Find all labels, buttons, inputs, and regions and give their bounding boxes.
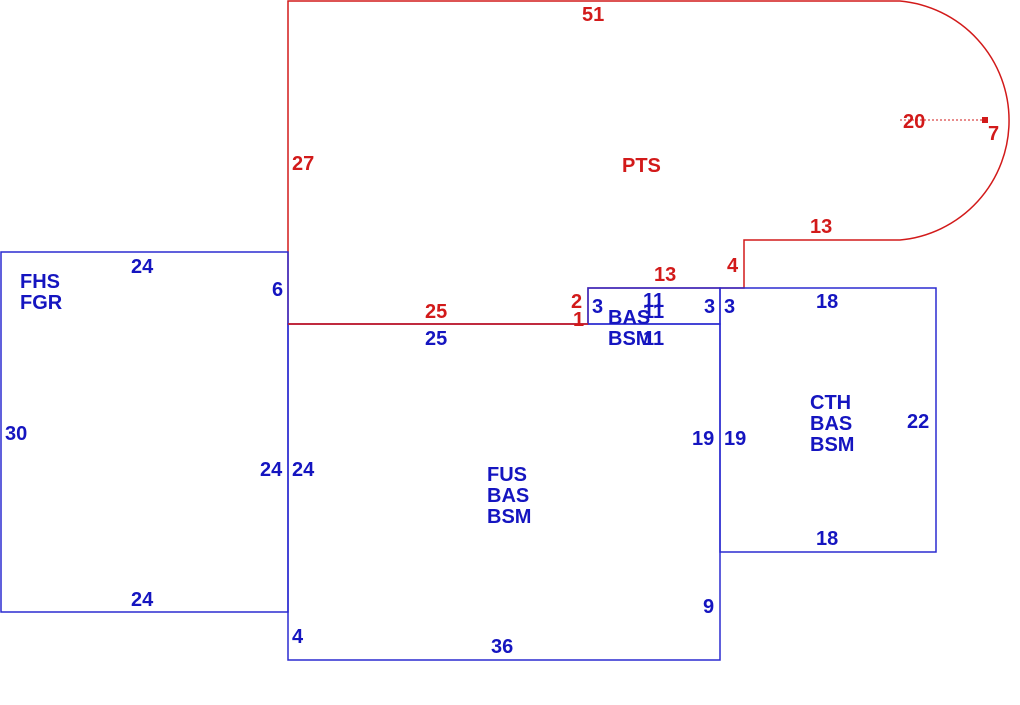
dim-pts-step-top: 13 [654,264,676,286]
dim-pts-top: 51 [582,4,604,26]
area-label-fus-2: BAS [487,485,529,507]
dim-pts-bottom: 25 [425,301,447,323]
area-label-cth-3: BSM [810,434,854,456]
area-label-fhs-1: FHS [20,271,60,293]
dim-fus-bottom-left: 4 [292,626,304,648]
area-label-cth-2: BAS [810,413,852,435]
area-label-small-bas-1: BAS [608,307,650,329]
dim-small-mid: 11 [643,301,664,323]
area-label-pts: PTS [622,155,661,177]
dim-pts-lower-right: 13 [810,216,832,238]
dim-pts-left: 27 [292,153,314,175]
dim-fus-left: 24 [292,459,315,481]
dim-cth-right: 22 [907,411,929,433]
dim-small-bottom: 11 [643,328,664,350]
dim-fhs-top: 24 [131,256,154,278]
dim-cth-left-top: 3 [724,296,735,318]
area-label-fus-1: FUS [487,464,527,486]
dim-pts-step-vertical: 4 [727,255,739,277]
dim-small-top: 11 [643,290,664,312]
area-label-fus-3: BSM [487,506,531,528]
dim-pts-notch-2: 2 [571,291,582,313]
dim-fus-right: 19 [692,428,714,450]
dim-fus-top: 25 [425,328,447,350]
dim-pts-radius: 20 [903,111,925,133]
dim-pts-notch-1: 1 [573,309,584,331]
pts-outline [287,0,1010,325]
dim-fhs-bottom: 24 [131,589,154,611]
dim-fus-bottom: 36 [491,636,513,658]
dim-cth-top: 18 [816,291,838,313]
area-label-cth-1: CTH [810,392,851,414]
dim-small-left: 3 [592,296,603,318]
dim-cth-bottom: 18 [816,528,838,550]
dim-fhs-left: 30 [5,423,27,445]
area-label-fhs-2: FGR [20,292,63,314]
dim-pts-arc-right: 7 [988,123,999,145]
pts-radius-point [982,117,988,123]
dim-small-right: 3 [704,296,715,318]
area-label-small-bas-2: BSM [608,328,652,350]
dim-fhs-right-lower: 24 [260,459,283,481]
cth-outline [719,287,937,553]
dim-fus-right-lower: 9 [703,596,714,618]
dim-cth-left: 19 [724,428,746,450]
dim-fhs-right: 6 [272,279,283,301]
